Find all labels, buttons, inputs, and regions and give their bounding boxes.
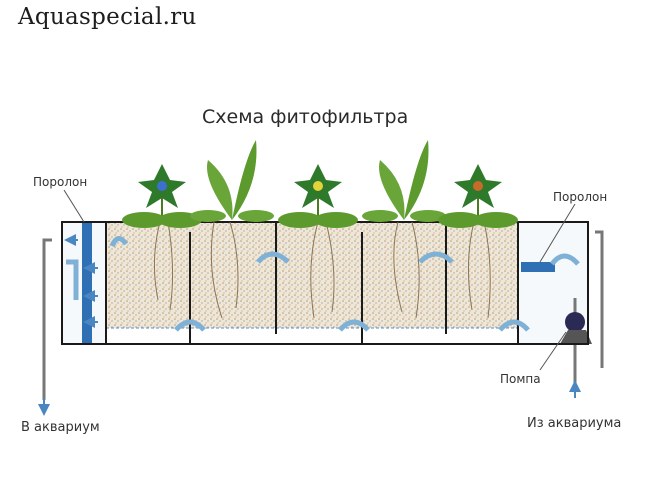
plant-2 <box>190 140 274 222</box>
label-to-aquarium: В аквариум <box>21 420 100 435</box>
pump <box>565 312 585 332</box>
site-watermark: Aquaspecial.ru <box>18 4 197 30</box>
foam-left <box>82 222 92 344</box>
label-foam-right: Поролон <box>553 190 608 204</box>
return-pipe <box>595 230 604 368</box>
substrate <box>106 222 518 328</box>
plant-3 <box>278 164 358 228</box>
pump-base <box>560 330 592 344</box>
flower-center-blue <box>157 181 167 191</box>
label-foam-left: Поролон <box>33 175 88 189</box>
roots <box>153 221 491 319</box>
flow-arrows <box>109 236 580 332</box>
plant-4 <box>362 140 446 222</box>
label-from-aquarium: Из аквариума <box>527 416 622 431</box>
plant-1 <box>122 164 202 228</box>
foam-right <box>521 262 555 272</box>
label-leaders <box>63 189 576 371</box>
flower-center-yellow <box>313 181 323 191</box>
foam-arrows-left <box>64 234 98 328</box>
label-pump: Помпа <box>500 372 541 386</box>
diagram-title: Схема фитофильтра <box>202 106 409 128</box>
plant-5 <box>438 164 518 228</box>
outlet-pipe <box>42 238 52 400</box>
flower-center-orange <box>473 181 483 191</box>
flow-arrow-left-chamber <box>66 259 79 300</box>
